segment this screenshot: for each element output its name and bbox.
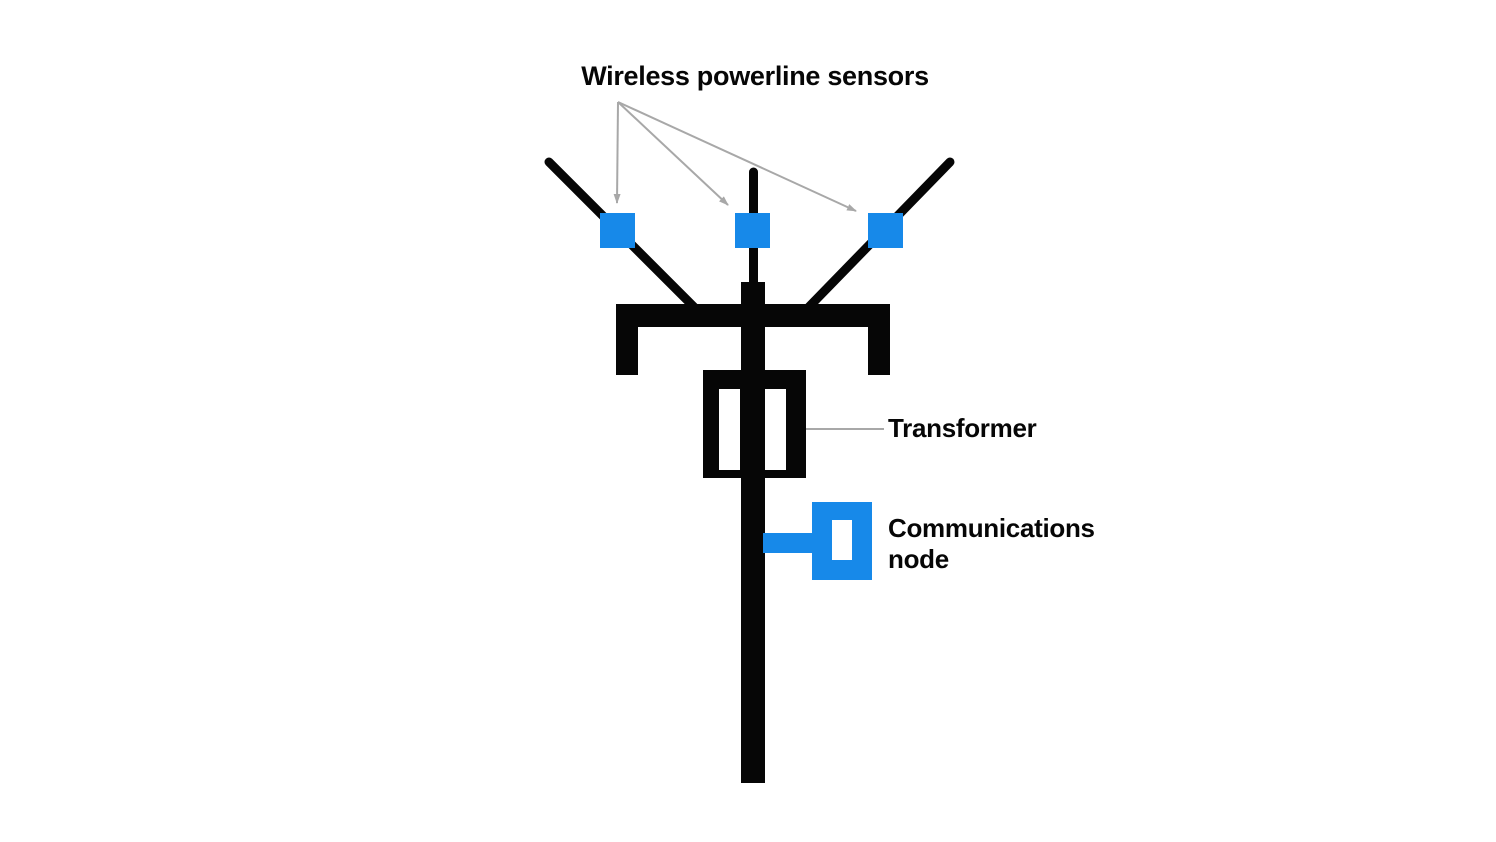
wireless-sensor-right	[868, 213, 903, 248]
communications-node-window	[832, 520, 852, 560]
sensor-arrow-middle	[617, 101, 729, 206]
utility-pole	[741, 282, 765, 783]
wireless-sensor-middle	[735, 213, 770, 248]
transformer-window-left	[719, 389, 740, 470]
crossarm-left-end	[616, 304, 638, 375]
diagram-title: Wireless powerline sensors	[581, 61, 929, 91]
sensor-arrow-right	[617, 101, 857, 212]
transformer-window-right	[765, 389, 786, 470]
crossarm	[616, 304, 890, 327]
sensor-arrow-left	[613, 101, 621, 204]
communications-node-arm	[763, 533, 812, 553]
crossarm-right-end	[868, 304, 890, 375]
communications-node-label-line1: Communications	[888, 513, 1095, 543]
transformer-label: Transformer	[888, 413, 1037, 443]
communications-node-label: Communications node	[888, 513, 1095, 575]
wireless-sensor-left	[600, 213, 635, 248]
communications-node-label-line2: node	[888, 544, 949, 574]
